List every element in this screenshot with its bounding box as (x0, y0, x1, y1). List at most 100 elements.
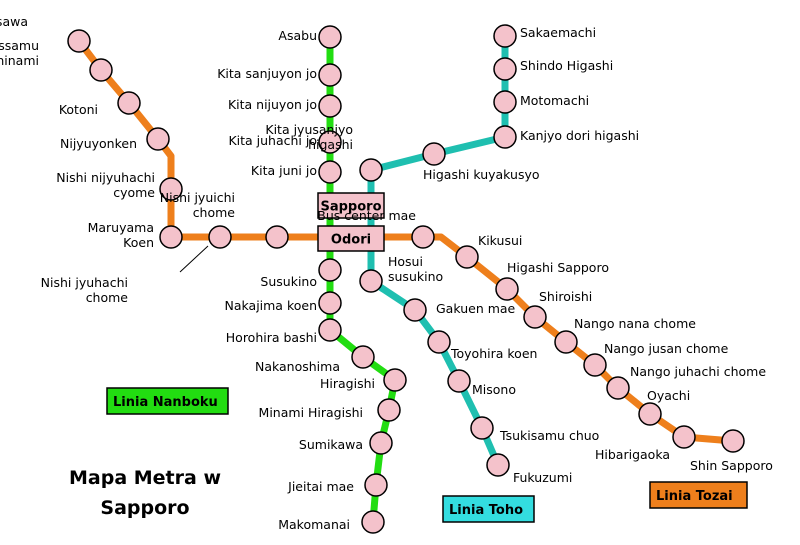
legend-nanboku: Linia Nanboku (106, 387, 229, 415)
station-label: Misono (472, 382, 516, 397)
station-shindo-higashi: Shindo Higashi (493, 57, 613, 81)
station-marker (721, 429, 745, 453)
station-kanjyo-dori-higashi: Kanjyo dori higashi (493, 125, 639, 149)
station-nakajima-koen: Nakajima koen (225, 291, 342, 315)
station-marker (364, 473, 388, 497)
station-marker (208, 225, 232, 249)
station-label: Hassamu (0, 38, 39, 53)
station-marker (427, 330, 451, 354)
station-marker (493, 125, 517, 149)
station-kita-sanjuyon-jo: Kita sanjuyon jo (217, 63, 342, 87)
station-miyanosawa: Miyanosawa (0, 14, 91, 53)
station-sakaemachi: Sakaemachi (493, 24, 596, 48)
station-marker (523, 305, 547, 329)
station-label: Higashi kuyakusyo (423, 167, 540, 182)
station-marker (359, 158, 383, 182)
interchange-odori: Odori (317, 225, 385, 252)
station-marker (583, 353, 607, 377)
station-marker (318, 318, 342, 342)
station-label: Bus center mae (317, 208, 416, 223)
station-marker (411, 225, 435, 249)
station-label: Susukino (260, 274, 317, 289)
station-label: susukino (388, 269, 443, 284)
station-label: chome (86, 290, 129, 305)
station-label: Nakanoshima (255, 359, 340, 374)
legend-nanboku-box (106, 387, 229, 415)
station-label: Kanjyo dori higashi (520, 128, 639, 143)
station-label: Kita sanjuyon jo (217, 66, 317, 81)
station-label: Toyohira koen (450, 346, 537, 361)
station-marker (493, 57, 517, 81)
legend-tozai-box (649, 481, 748, 509)
station-marker (486, 453, 510, 477)
station-nango-nana-chome: Nango nana chome (554, 316, 696, 354)
interchange-sapporo-label: Sapporo (320, 200, 381, 215)
legend-toho-label: Linia Toho (449, 503, 523, 518)
station-tsukisamu-chuo: Tsukisamu chuo (470, 416, 599, 443)
station-marker (383, 368, 407, 392)
legend-tozai-label: Linia Tozai (656, 489, 733, 504)
station-label: Hibarigaoka (595, 447, 670, 462)
station-label: Kikusui (478, 233, 522, 248)
station-motomachi: Motomachi (493, 90, 589, 114)
station-marker (318, 25, 342, 49)
station-marker (89, 58, 113, 82)
station-horohira-bashi: Horohira bashi (226, 318, 342, 345)
station-higashi-kuyakusyo: Higashi kuyakusyo (422, 142, 540, 182)
station-label: Nijyuyonken (60, 136, 137, 151)
station-label: Shin Sapporo (690, 458, 773, 473)
interchange-sapporo: Sapporo (317, 192, 385, 219)
station-marker (361, 510, 385, 534)
station-kita-juhachi-jo: Kita juhachi jo (228, 130, 342, 154)
station-marker (359, 269, 383, 293)
station-label: cyome (113, 185, 155, 200)
station-asabu: Asabu (278, 25, 342, 49)
station-label: Miyanosawa (0, 14, 28, 29)
station-label: Minami Hiragishi (259, 405, 363, 420)
legend-tozai: Linia Tozai (649, 481, 748, 509)
station-label: Motomachi (520, 93, 589, 108)
station-label: Hiragishi (320, 376, 375, 391)
station-nango-juhachi-chome: Nango juhachi chome (606, 364, 766, 400)
route-nanboku (326, 37, 399, 523)
station-label: Kita juni jo (251, 163, 317, 178)
station-marker (455, 245, 479, 269)
station-marker (318, 291, 342, 315)
interchange-odori-box (317, 225, 385, 252)
station-marker (318, 94, 342, 118)
station-kikusui: Kikusui (455, 233, 522, 269)
station-label: Higashi Sapporo (507, 260, 609, 275)
station-marker (447, 369, 471, 393)
station-marker (554, 330, 578, 354)
station-toyohira-koen: Toyohira koen (427, 330, 537, 361)
legend-toho-box (442, 495, 535, 523)
station-nango-jusan-chome: Nango jusan chome (583, 341, 729, 377)
station-label: Kita juhachi jo (228, 133, 317, 148)
station-kita-juni-jo: Kita juni jo (251, 160, 342, 184)
station-shin-sapporo: Shin Sapporo (690, 429, 773, 473)
station-hassamu-minami: Hassamuminami (0, 38, 113, 82)
station-label: minami (0, 53, 39, 68)
station-marker (369, 431, 393, 455)
station-marker (67, 29, 91, 53)
station-label: Sumikawa (299, 437, 363, 452)
station-marker (377, 398, 401, 422)
map-title: Mapa Metra w Sapporo (69, 467, 221, 519)
station-label: Nakajima koen (225, 298, 318, 313)
station-marker (146, 127, 170, 151)
station-marker (318, 130, 342, 154)
station-marker (265, 225, 289, 249)
station-marker (422, 142, 446, 166)
station-misono: Misono (447, 369, 516, 397)
station-marker (495, 277, 519, 301)
station-label: Maruyama (88, 220, 154, 235)
station-sumikawa: Sumikawa (299, 431, 393, 455)
station-label: Asabu (278, 28, 317, 43)
station-label: Horohira bashi (226, 330, 317, 345)
station-bus-center-mae: Bus center mae (317, 208, 435, 249)
